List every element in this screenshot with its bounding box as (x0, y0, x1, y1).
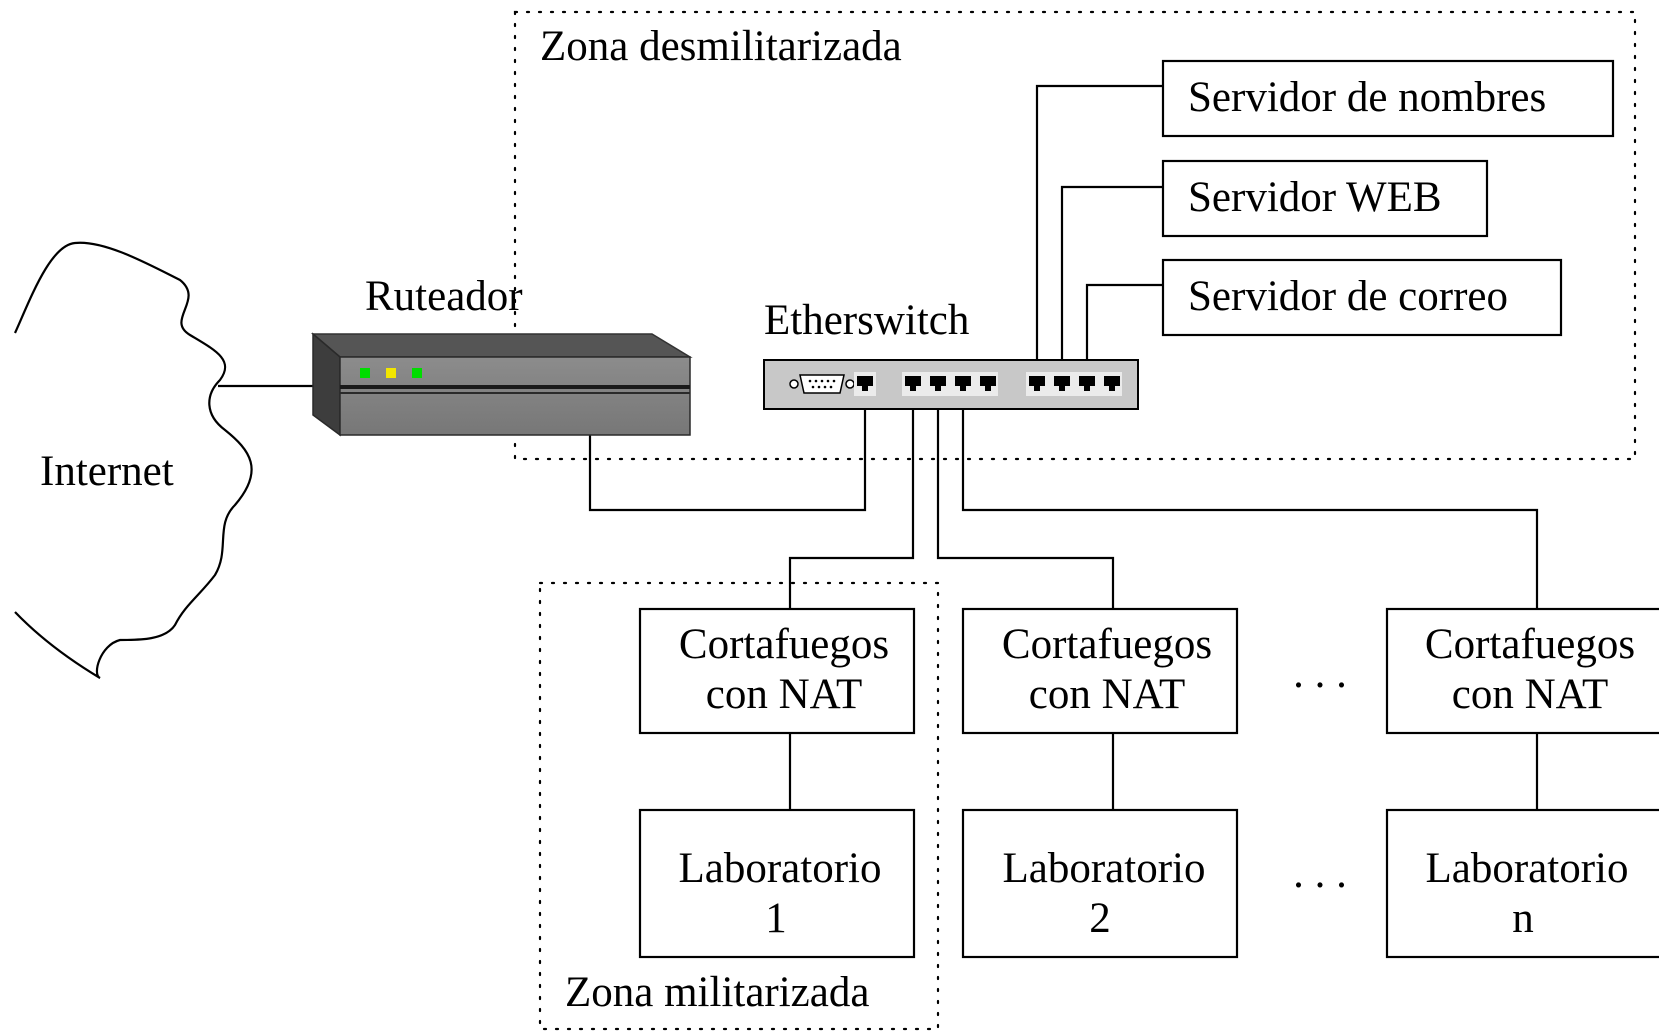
router-led-1 (360, 368, 370, 378)
firewall-ellipsis: . . . (1293, 650, 1347, 697)
router-led-2 (386, 368, 396, 378)
lab-2-box (961, 808, 1239, 959)
lab-2-line1: Laboratorio (1003, 845, 1206, 892)
lab-n-line2: n (1512, 895, 1534, 942)
name-server-label: Servidor de nombres (1188, 74, 1546, 121)
mail-server-box (1161, 258, 1563, 337)
router-icon (310, 332, 693, 437)
switch-ports (854, 372, 1122, 396)
lab-n-line1: Laboratorio (1426, 845, 1629, 892)
rj45-port-icon (857, 376, 873, 391)
serial-port-icon (789, 374, 855, 394)
rj45-port-icon (1079, 376, 1095, 391)
rj45-port-icon (1054, 376, 1070, 391)
lab-1-box (638, 808, 916, 959)
rj45-port-icon (1104, 376, 1120, 391)
lab-n-box (1385, 808, 1659, 959)
firewall-1-line2: con NAT (706, 671, 862, 718)
web-server-label: Servidor WEB (1188, 174, 1442, 221)
firewall-n-line2: con NAT (1452, 671, 1608, 718)
internet-label: Internet (40, 448, 174, 495)
switch-firewalln-link (961, 388, 1539, 609)
firewall-2-line1: Cortafuegos (1002, 621, 1212, 668)
switch-firewall2-link (936, 388, 1115, 609)
switch-nameserver-link (1035, 84, 1163, 381)
name-server-box (1161, 59, 1615, 138)
lab-1-line1: Laboratorio (679, 845, 882, 892)
lab-ellipsis: . . . (1293, 850, 1347, 897)
switch-webserver-link (1060, 185, 1163, 381)
router-switch-link (588, 388, 867, 512)
rj45-port-icon (980, 376, 996, 391)
militarized-zone-label: Zona militarizada (565, 969, 869, 1016)
dmz-zone-border (513, 10, 1637, 461)
switch-firewall1-link (788, 388, 915, 609)
rj45-port-icon (1029, 376, 1045, 391)
firewall-2-line2: con NAT (1029, 671, 1185, 718)
mail-server-label: Servidor de correo (1188, 273, 1508, 320)
rj45-port-icon (905, 376, 921, 391)
firewall-2-box (961, 607, 1239, 735)
firewall-n-box (1385, 607, 1659, 735)
router-led-3 (412, 368, 422, 378)
firewall-n-line1: Cortafuegos (1425, 621, 1635, 668)
rj45-port-icon (930, 376, 946, 391)
web-server-box (1161, 159, 1489, 238)
firewall-1-line1: Cortafuegos (679, 621, 889, 668)
router-label: Ruteador (365, 273, 523, 320)
lab-2-line2: 2 (1089, 895, 1111, 942)
rj45-port-icon (955, 376, 971, 391)
internet-cloud-icon (13, 241, 253, 680)
dmz-zone-label: Zona desmilitarizada (540, 23, 902, 70)
lab-1-line2: 1 (765, 895, 787, 942)
switch-label: Etherswitch (764, 297, 969, 344)
militarized-zone-border (538, 581, 940, 1031)
firewall-1-box (638, 607, 916, 735)
switch-mailserver-link (1085, 283, 1163, 381)
